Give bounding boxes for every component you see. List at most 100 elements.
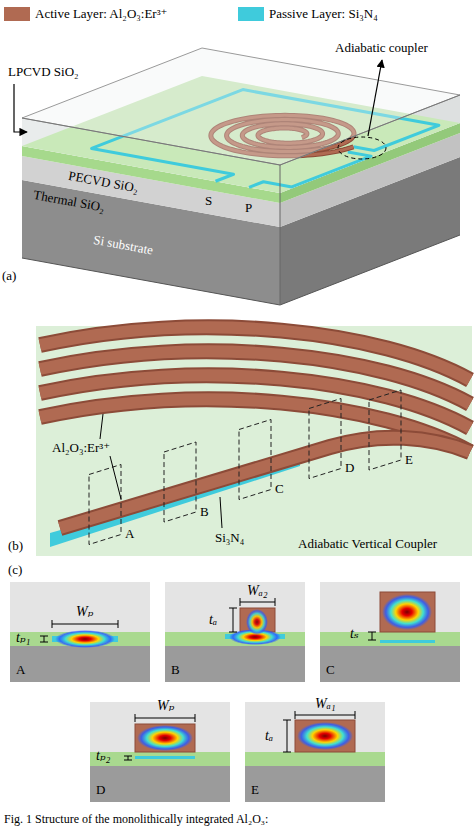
mode-profile bbox=[382, 594, 432, 630]
block-edge bbox=[280, 165, 281, 305]
dimension-line bbox=[229, 632, 237, 633]
chip-block bbox=[14, 48, 460, 305]
dimension-line bbox=[135, 718, 195, 719]
section-plane bbox=[89, 465, 121, 545]
leader-line bbox=[110, 456, 121, 499]
section-letter: C bbox=[326, 662, 335, 677]
legend-swatch bbox=[238, 7, 264, 21]
dimension-line bbox=[233, 608, 234, 632]
figure-label: (b) bbox=[8, 538, 23, 553]
figure-label: Si₃N₄ bbox=[215, 530, 244, 545]
leader-line bbox=[368, 60, 382, 136]
dimension-label: tₚ₁ bbox=[16, 630, 30, 645]
cross-section-panel: EWₐ₁tₐ bbox=[245, 702, 385, 802]
mode-profile bbox=[137, 725, 193, 751]
dimension-line bbox=[118, 620, 119, 628]
dimension-line bbox=[124, 760, 132, 761]
dimension-line bbox=[40, 636, 48, 637]
cross-section bbox=[165, 582, 305, 682]
figure-label: C bbox=[274, 481, 285, 496]
figure-label: A bbox=[124, 526, 135, 541]
figure-label: Al₂O₃:Er³⁺ bbox=[52, 440, 110, 455]
mode-profile bbox=[297, 722, 353, 750]
cross-section bbox=[10, 582, 150, 682]
active-block bbox=[295, 720, 355, 752]
figure-label: (a) bbox=[2, 268, 16, 283]
dimension-line bbox=[195, 714, 196, 722]
dimension-line bbox=[287, 720, 288, 752]
section-plane bbox=[239, 420, 271, 500]
dimension-line bbox=[275, 598, 276, 606]
dimension-line bbox=[283, 752, 291, 753]
dimension-line bbox=[124, 756, 132, 757]
dimension-line bbox=[368, 632, 376, 633]
cross-section bbox=[320, 582, 460, 682]
figure-label: Thermal SiO₂ bbox=[32, 187, 106, 215]
mode-profile bbox=[55, 630, 115, 648]
dimension-line bbox=[229, 608, 237, 609]
dimension-label: tₐ bbox=[209, 612, 217, 627]
leader-line bbox=[220, 497, 222, 528]
block-edge bbox=[22, 235, 460, 305]
section-plane bbox=[369, 390, 401, 470]
cross-section-panel: Ctₛ bbox=[320, 582, 460, 682]
dimension-label: Wₐ₁ bbox=[315, 696, 336, 711]
figure-label: Si substrate bbox=[92, 232, 154, 258]
cladding bbox=[10, 582, 150, 632]
dimension-line bbox=[52, 620, 53, 628]
figure-label: D bbox=[344, 460, 355, 475]
figure-label: P bbox=[245, 200, 252, 215]
substrate-layer bbox=[165, 646, 305, 682]
figure-label: Adiabatic coupler bbox=[335, 40, 428, 55]
dimension-line bbox=[52, 624, 118, 625]
legend-swatch bbox=[4, 7, 30, 21]
dimension-line bbox=[240, 598, 241, 606]
leader-line bbox=[14, 84, 27, 132]
cross-section-panel: Atₚ₁ Wₚ bbox=[10, 582, 150, 682]
dimension-line bbox=[368, 640, 376, 641]
cross-section-panel: B Wₐ₂ tₐ bbox=[165, 582, 305, 682]
figure-label: S bbox=[205, 193, 212, 208]
dimension-label: Wₚ bbox=[157, 698, 174, 713]
dimension-label: tₛ bbox=[350, 626, 359, 641]
dimension-label: Wₐ₂ bbox=[247, 583, 268, 598]
block-edge bbox=[22, 95, 460, 165]
dimension-label: tₐ bbox=[265, 728, 273, 743]
coupler-outline bbox=[338, 137, 386, 159]
section-letter: E bbox=[251, 782, 259, 797]
section-plane bbox=[309, 399, 341, 479]
si3n4-core bbox=[135, 756, 195, 759]
dimension-line bbox=[295, 711, 296, 719]
dimension-line bbox=[283, 720, 291, 721]
substrate-layer bbox=[320, 646, 460, 682]
dimension-label: Wₚ bbox=[76, 604, 93, 619]
active-block bbox=[380, 592, 435, 632]
dimension-line bbox=[44, 636, 45, 642]
coupler-closeup bbox=[36, 326, 472, 556]
pecvd-layer bbox=[245, 752, 385, 766]
mode-profile bbox=[246, 609, 268, 635]
cross-section bbox=[245, 702, 385, 802]
figure-label: Adiabatic Vertical Coupler bbox=[298, 536, 437, 551]
dimension-line bbox=[240, 602, 275, 603]
legend-text: Active Layer: Al₂O₃:Er³⁺ bbox=[35, 6, 167, 21]
substrate-layer bbox=[10, 646, 150, 682]
section-letter: D bbox=[96, 782, 105, 797]
dimension-line bbox=[295, 715, 355, 716]
figure-label: PECVD SiO₂ bbox=[67, 168, 139, 195]
dimension-line bbox=[372, 632, 373, 640]
active-block bbox=[135, 724, 195, 752]
figure-caption: Fig. 1 Structure of the monolithically i… bbox=[4, 812, 268, 827]
substrate-layer bbox=[245, 766, 385, 802]
cross-section bbox=[90, 702, 230, 802]
legend-text: Passive Layer: Si₃N₄ bbox=[269, 6, 378, 21]
pecvd-ground bbox=[36, 326, 472, 556]
dimension-line bbox=[355, 711, 356, 719]
figure-label: LPCVD SiO₂ bbox=[8, 64, 79, 79]
dimension-line bbox=[40, 642, 48, 643]
leader-line bbox=[100, 414, 103, 439]
section-letter: B bbox=[171, 662, 180, 677]
cladding bbox=[320, 582, 460, 632]
section-letter: A bbox=[16, 662, 25, 677]
